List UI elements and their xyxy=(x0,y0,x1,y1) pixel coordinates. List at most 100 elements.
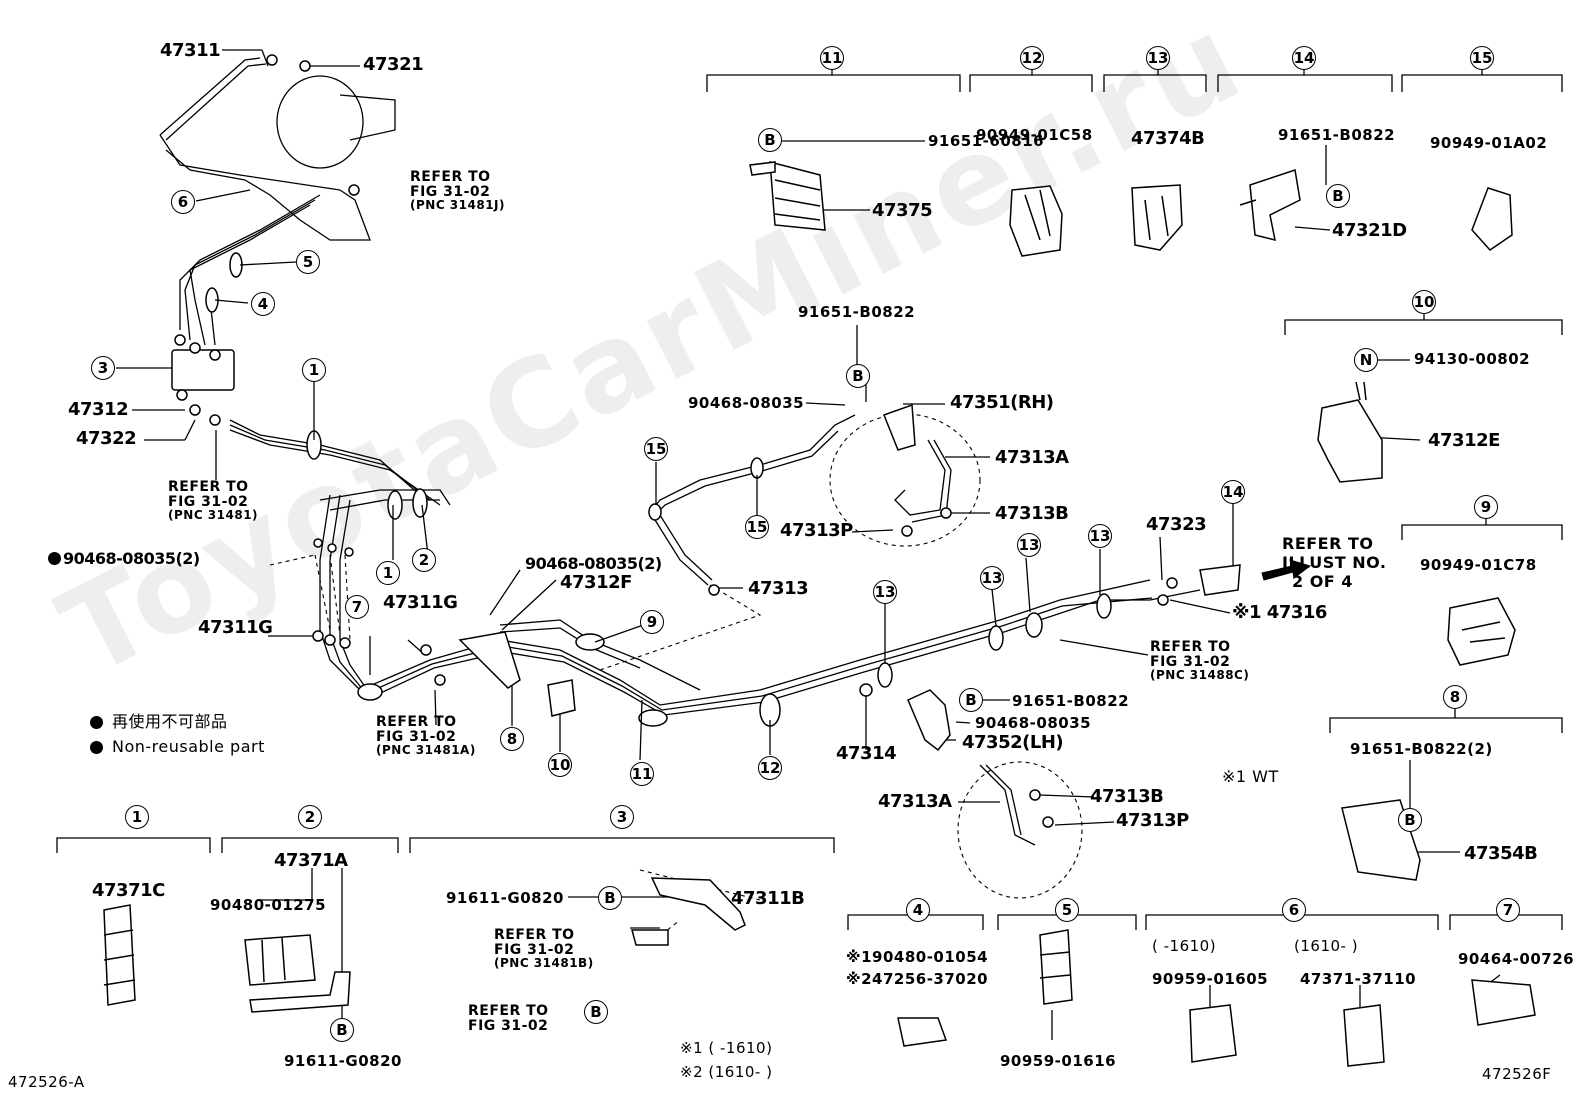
callout-b-2: B xyxy=(330,1018,354,1042)
label-90949-01c78: 90949-01C78 xyxy=(1420,556,1537,574)
footnote-1: ※1 ( -1610) xyxy=(680,1039,773,1057)
group-5-callout: 5 xyxy=(1055,898,1079,922)
label-90464-00726: 90464-00726 xyxy=(1458,950,1575,968)
callout-4: 4 xyxy=(251,292,275,316)
label-91611-g0820-2: 91611-G0820 xyxy=(284,1052,402,1070)
callout-2: 2 xyxy=(412,548,436,572)
callout-n: N xyxy=(1354,348,1378,372)
group-15-callout: 15 xyxy=(1470,46,1494,70)
group-brackets-top xyxy=(706,70,1563,733)
label-91651-mid: 91651-B0822 xyxy=(1012,692,1130,710)
label-47352-lh: 47352(LH) xyxy=(962,732,1064,753)
label-90480-01275: 90480-01275 xyxy=(210,896,327,914)
hardware-parts xyxy=(103,54,1536,1067)
label-91651-b0822-2: 91651-B0822(2) xyxy=(1350,740,1493,758)
tube-clamps xyxy=(205,252,1112,727)
callout-b-3a: B xyxy=(598,886,622,910)
callout-15-upper: 15 xyxy=(644,437,668,461)
group-14-callout: 14 xyxy=(1292,46,1316,70)
group-8-callout: 8 xyxy=(1443,685,1467,709)
label-90959-01616: 90959-01616 xyxy=(1000,1052,1117,1070)
group-7-callout: 7 xyxy=(1496,898,1520,922)
callout-b-8: B xyxy=(1398,808,1422,832)
group-3-callout: 3 xyxy=(610,805,634,829)
range-right: (1610- ) xyxy=(1294,937,1359,955)
callout-6: 6 xyxy=(171,190,195,214)
tubes-front-hose xyxy=(649,414,952,586)
label-47313p-bot: 47313P xyxy=(1116,810,1189,831)
label-94130-00802: 94130-00802 xyxy=(1414,350,1531,368)
label-47312e: 47312E xyxy=(1428,430,1500,451)
refer-arrow xyxy=(1261,559,1312,581)
label-47322: 47322 xyxy=(76,428,137,449)
callout-9-main: 9 xyxy=(640,610,664,634)
label-47312f: 47312F xyxy=(560,572,632,593)
callout-13-a: 13 xyxy=(1017,533,1041,557)
legend-dot-jp xyxy=(90,716,103,729)
legend-jp: 再使用不可部品 xyxy=(112,712,228,731)
callout-1-lower: 1 xyxy=(376,561,400,585)
label-47311: 47311 xyxy=(160,40,221,61)
callout-8-main: 8 xyxy=(500,727,524,751)
group-9-callout: 9 xyxy=(1474,495,1498,519)
label-47371a: 47371A xyxy=(274,850,348,871)
legend-dot-en xyxy=(90,741,103,754)
label-91651-top: 91651-B0822 xyxy=(798,303,916,321)
range-left: ( -1610) xyxy=(1152,937,1217,955)
group-10-callout: 10 xyxy=(1412,290,1436,314)
label-90959-01605: 90959-01605 xyxy=(1152,970,1269,988)
label-47311g-right: 47311G xyxy=(383,592,458,613)
callout-10-main: 10 xyxy=(548,753,572,777)
tubes-rear-hose xyxy=(979,764,1036,846)
wt-note: ※1 WT xyxy=(1222,767,1279,786)
label-90949-01c58: 90949-01C58 xyxy=(976,126,1093,144)
label-47374b: 47374B xyxy=(1131,128,1205,149)
label-47321d: 47321D xyxy=(1332,220,1407,241)
group-1-callout: 1 xyxy=(125,805,149,829)
booster-outline xyxy=(159,57,396,241)
label-91651-b0822-14: 91651-B0822 xyxy=(1278,126,1396,144)
label-90468-top: 90468-08035 xyxy=(688,394,805,412)
label-91651-60816: 91651-60816 xyxy=(928,132,1045,150)
footnote-2: ※2 (1610- ) xyxy=(680,1063,773,1081)
callout-3: 3 xyxy=(91,356,115,380)
label-47313a-bot: 47313A xyxy=(878,791,952,812)
label-47313p-top: 47313P xyxy=(780,520,853,541)
callout-13-b: 13 xyxy=(1088,524,1112,548)
group-2-callout: 2 xyxy=(298,805,322,829)
label-47312: 47312 xyxy=(68,399,129,420)
label-90468-mid-r: 90468-08035 xyxy=(975,714,1092,732)
label-91611-g0820-3: 91611-G0820 xyxy=(446,889,564,907)
callout-14-main: 14 xyxy=(1221,480,1245,504)
label-47351-rh: 47351(RH) xyxy=(950,392,1054,413)
label-47313: 47313 xyxy=(748,578,809,599)
callout-11-main: 11 xyxy=(630,762,654,786)
label-47323: 47323 xyxy=(1146,514,1207,535)
label-47371-37110: 47371-37110 xyxy=(1300,970,1417,988)
label-47314: 47314 xyxy=(836,743,897,764)
label-47375: 47375 xyxy=(872,200,933,221)
code-left: 472526-A xyxy=(8,1073,85,1091)
callout-b-11: B xyxy=(758,128,782,152)
callout-b-mid: B xyxy=(959,688,983,712)
label-90468-mid: 90468-08035(2) xyxy=(525,554,662,573)
code-right: 472526F xyxy=(1482,1065,1552,1083)
callout-b-14: B xyxy=(1326,184,1350,208)
label-47311b: 47311B xyxy=(731,888,805,909)
label-90949-01a02: 90949-01A02 xyxy=(1430,134,1548,152)
callout-7: 7 xyxy=(345,595,369,619)
label-247256-37020: ※247256-37020 xyxy=(846,970,989,988)
callout-13-d: 13 xyxy=(873,580,897,604)
callout-b-top: B xyxy=(846,364,870,388)
label-47354b: 47354B xyxy=(1464,843,1538,864)
label-47313b-top: 47313B xyxy=(995,503,1069,524)
label-47371c: 47371C xyxy=(92,880,165,901)
callout-13-c: 13 xyxy=(980,566,1004,590)
